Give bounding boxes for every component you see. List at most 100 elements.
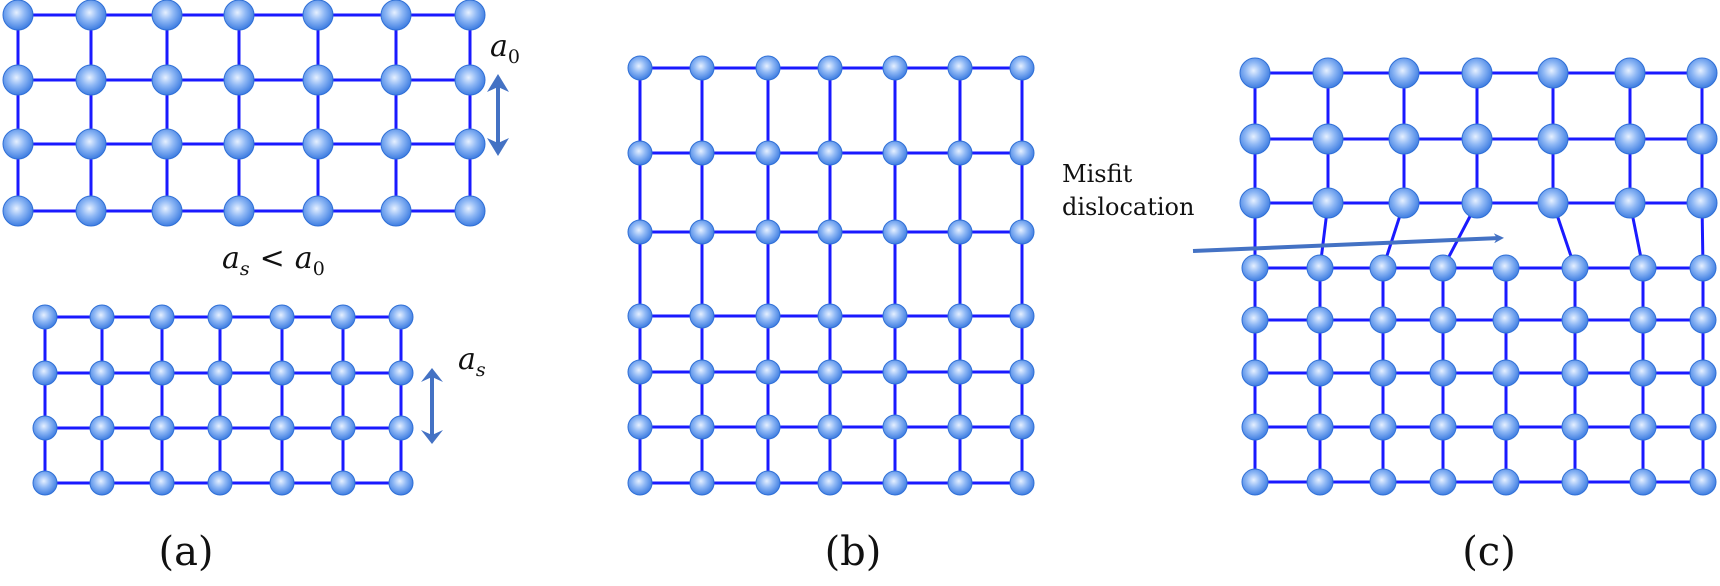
atom (689, 303, 715, 329)
atom (269, 360, 295, 386)
atom (149, 360, 175, 386)
atom (149, 304, 175, 330)
panel-b-label: (b) (825, 529, 882, 575)
atom (882, 303, 908, 329)
atom (207, 470, 233, 496)
atom (1537, 57, 1569, 89)
atoms-layer (2, 0, 1718, 496)
atom (1388, 187, 1420, 219)
atom (207, 415, 233, 441)
atom (1689, 254, 1717, 282)
atom (1369, 359, 1397, 387)
atom (1429, 306, 1457, 334)
atom (75, 195, 107, 227)
atom (1614, 57, 1646, 89)
atom (1689, 359, 1717, 387)
atom (454, 195, 486, 227)
atom (1009, 55, 1035, 81)
atom (1239, 57, 1271, 89)
atom (1429, 413, 1457, 441)
atom (882, 140, 908, 166)
atom (817, 55, 843, 81)
misfit-label-line1: Misfit (1062, 160, 1133, 188)
atom (1629, 306, 1657, 334)
atom (1629, 413, 1657, 441)
atom (330, 360, 356, 386)
atom (627, 414, 653, 440)
panel-a-label: (a) (158, 529, 213, 575)
atom (1561, 359, 1589, 387)
atom (1537, 187, 1569, 219)
atom (302, 0, 334, 31)
atom (882, 414, 908, 440)
atom (269, 415, 295, 441)
atom (89, 470, 115, 496)
atom (1429, 254, 1457, 282)
atom (1629, 468, 1657, 496)
atom (151, 195, 183, 227)
atom (947, 359, 973, 385)
atom (1689, 468, 1717, 496)
atom (1009, 414, 1035, 440)
atom (1369, 254, 1397, 282)
atom (1241, 468, 1269, 496)
atom (89, 415, 115, 441)
atom (1312, 187, 1344, 219)
atom (388, 470, 414, 496)
atom (1009, 470, 1035, 496)
atom (380, 195, 412, 227)
as-label: as (458, 342, 486, 381)
atom (882, 470, 908, 496)
atom (1312, 57, 1344, 89)
atom (817, 470, 843, 496)
atom (330, 415, 356, 441)
atom (302, 128, 334, 160)
atom (1429, 468, 1457, 496)
atom (380, 64, 412, 96)
atom (947, 140, 973, 166)
as-arrow-icon (421, 368, 443, 444)
atom (755, 470, 781, 496)
atom (1537, 123, 1569, 155)
atom (32, 304, 58, 330)
atom (755, 414, 781, 440)
atom (1689, 413, 1717, 441)
atom (1241, 359, 1269, 387)
atom (1239, 123, 1271, 155)
atom (75, 128, 107, 160)
atom (1686, 123, 1718, 155)
atom (627, 303, 653, 329)
panel-c-label: (c) (1462, 529, 1516, 575)
atom (269, 470, 295, 496)
atom (1306, 413, 1334, 441)
atom (1369, 413, 1397, 441)
atom (1461, 57, 1493, 89)
atom (380, 0, 412, 31)
atom (1306, 254, 1334, 282)
atom (454, 64, 486, 96)
atom (151, 64, 183, 96)
atom (454, 0, 486, 31)
atom (1561, 306, 1589, 334)
atom (1461, 187, 1493, 219)
atom (755, 55, 781, 81)
atom (755, 140, 781, 166)
atom (1614, 123, 1646, 155)
atom (627, 55, 653, 81)
atom (1686, 187, 1718, 219)
atom (207, 304, 233, 330)
atom (689, 140, 715, 166)
atom (1369, 306, 1397, 334)
atom (1306, 306, 1334, 334)
atom (2, 195, 34, 227)
atom (755, 359, 781, 385)
atom (1561, 468, 1589, 496)
atom (151, 0, 183, 31)
atom (1312, 123, 1344, 155)
atom (1492, 468, 1520, 496)
atom (388, 360, 414, 386)
atom (1614, 187, 1646, 219)
atom (330, 470, 356, 496)
atom (1492, 359, 1520, 387)
atom (302, 195, 334, 227)
